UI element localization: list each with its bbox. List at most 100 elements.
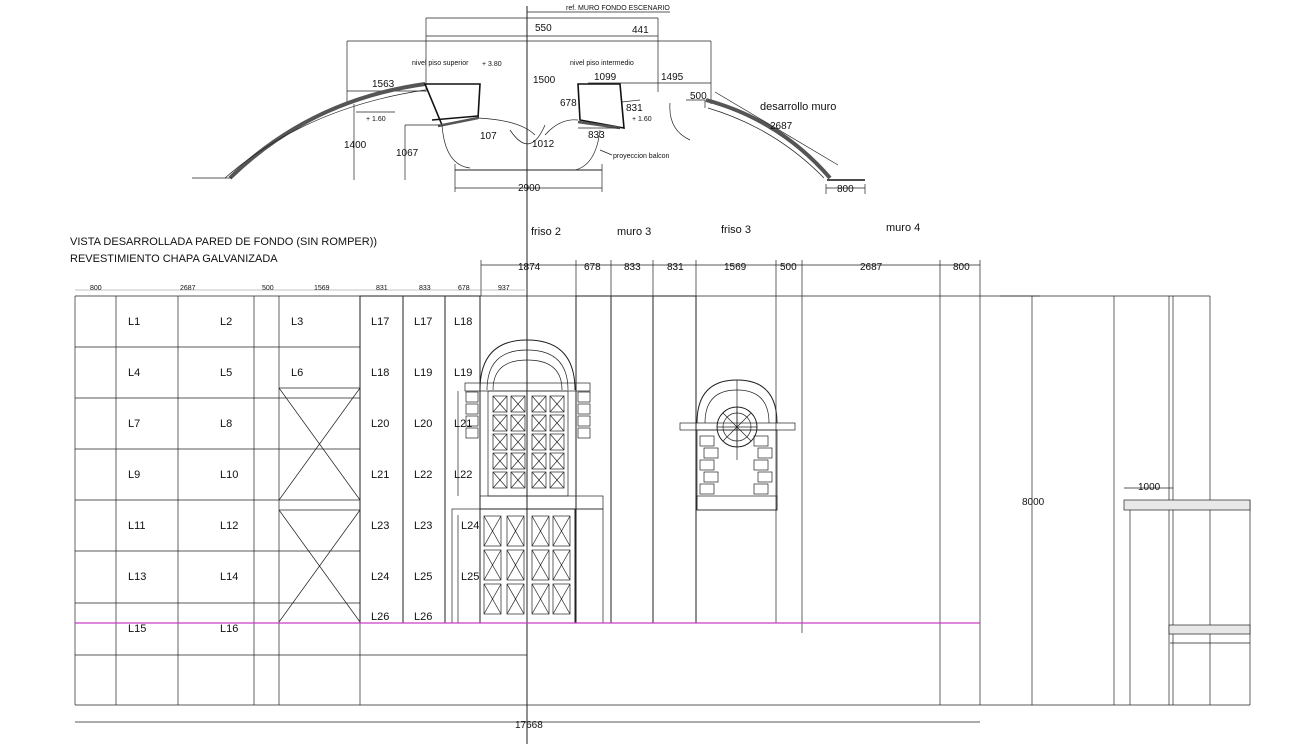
lattice-cross	[492, 395, 508, 413]
top-dim-1569: 1569	[724, 262, 747, 273]
lattice-cross	[506, 549, 525, 581]
lattice-cross	[483, 583, 502, 615]
lattice-pane	[506, 583, 525, 615]
stone-block	[699, 483, 715, 495]
stone-block	[699, 435, 715, 447]
lattice-pane	[549, 471, 565, 489]
dim-441: 441	[632, 25, 649, 36]
panel-L26-b: L26	[414, 611, 432, 623]
stone-block	[577, 391, 591, 403]
lattice-pane	[549, 414, 565, 432]
stone-block	[753, 435, 769, 447]
lattice-pane	[483, 515, 502, 547]
lattice-cross	[506, 583, 525, 615]
lattice-cross	[531, 395, 547, 413]
panel-L16: L16	[220, 623, 238, 635]
dim-1067: 1067	[396, 148, 419, 159]
lattice-pane	[483, 583, 502, 615]
panel-L15: L15	[128, 623, 146, 635]
lattice-cross	[531, 583, 550, 615]
stone-block	[757, 471, 773, 483]
small-dim-800: 800	[90, 285, 102, 292]
dim-800: 800	[837, 184, 854, 195]
lattice-pane	[492, 452, 508, 470]
lattice-cross	[531, 414, 547, 432]
panel-L24-a: L24	[461, 520, 479, 532]
lattice-cross	[483, 549, 502, 581]
panel-L22-b: L22	[454, 469, 472, 481]
dim-1563: 1563	[372, 79, 395, 90]
lattice-pane	[510, 452, 526, 470]
panel-L18-a: L18	[454, 316, 472, 328]
stone-block	[703, 471, 719, 483]
panel-L25-a: L25	[414, 571, 432, 583]
lattice-cross	[549, 433, 565, 451]
dim-2900: 2900	[518, 183, 541, 194]
lattice-cross	[549, 452, 565, 470]
dim-1099: 1099	[594, 72, 617, 83]
stone-block	[699, 459, 715, 471]
small-dim-500: 500	[262, 285, 274, 292]
lattice-pane	[492, 395, 508, 413]
lattice-cross	[552, 583, 571, 615]
stone-block	[577, 427, 591, 439]
level-right: + 1.60	[632, 116, 652, 123]
total-17668: 17668	[515, 720, 543, 731]
panel-L17-a: L17	[371, 316, 389, 328]
lattice-cross	[510, 414, 526, 432]
lattice-pane	[531, 583, 550, 615]
lattice-pane	[483, 549, 502, 581]
panel-L19-a: L19	[414, 367, 432, 379]
panel-L22-a: L22	[414, 469, 432, 481]
lattice-cross	[492, 452, 508, 470]
drawing-title: VISTA DESARROLLADA PARED DE FONDO (SIN R…	[70, 236, 377, 248]
panel-L21-a: L21	[454, 418, 472, 430]
top-dim-800: 800	[953, 262, 970, 273]
drawing-subtitle: REVESTIMIENTO CHAPA GALVANIZADA	[70, 253, 278, 265]
lattice-cross	[506, 515, 525, 547]
panel-L7: L7	[128, 418, 140, 430]
lattice-pane	[531, 471, 547, 489]
stone-block	[753, 483, 769, 495]
section-muro-3: muro 3	[617, 226, 651, 238]
lattice-pane	[549, 452, 565, 470]
width-1000: 1000	[1138, 482, 1161, 493]
top-dim-831: 831	[667, 262, 684, 273]
panel-L19-b: L19	[454, 367, 472, 379]
lattice-cross	[549, 471, 565, 489]
lattice-cross	[552, 515, 571, 547]
lattice-pane	[492, 414, 508, 432]
lattice-pane	[549, 433, 565, 451]
lattice-cross	[510, 452, 526, 470]
panel-L1: L1	[128, 316, 140, 328]
lattice-cross	[531, 433, 547, 451]
stone-block	[465, 391, 479, 403]
elevation: 8000 1000 17668	[74, 295, 1251, 731]
top-dim-500: 500	[780, 262, 797, 273]
lattice-pane	[492, 471, 508, 489]
panel-L12: L12	[220, 520, 238, 532]
plan-view: ref. MURO FONDO ESCENARIO 550 441 1563 1…	[192, 5, 866, 744]
lattice-cross	[549, 395, 565, 413]
panel-L23-b: L23	[414, 520, 432, 532]
stone-block	[703, 447, 719, 459]
panel-L26-a: L26	[371, 611, 389, 623]
dim-678: 678	[560, 98, 577, 109]
panel-L25-b: L25	[461, 571, 479, 583]
small-dim-2687: 2687	[180, 285, 196, 292]
lattice-cross	[531, 515, 550, 547]
top-dim-1874: 1874	[518, 262, 541, 273]
top-dim-2687: 2687	[860, 262, 883, 273]
lattice-pane	[510, 414, 526, 432]
lattice-pane	[510, 395, 526, 413]
panel-L3: L3	[291, 316, 303, 328]
door-lattice	[465, 391, 773, 615]
lattice-cross	[510, 395, 526, 413]
stone-block	[577, 415, 591, 427]
lattice-cross	[531, 549, 550, 581]
small-dimension-chain: 800 2687 500 1569 831 833 678 937	[75, 285, 525, 292]
panel-L8: L8	[220, 418, 232, 430]
panel-L10: L10	[220, 469, 238, 481]
panel-L9: L9	[128, 469, 140, 481]
lattice-pane	[531, 549, 550, 581]
